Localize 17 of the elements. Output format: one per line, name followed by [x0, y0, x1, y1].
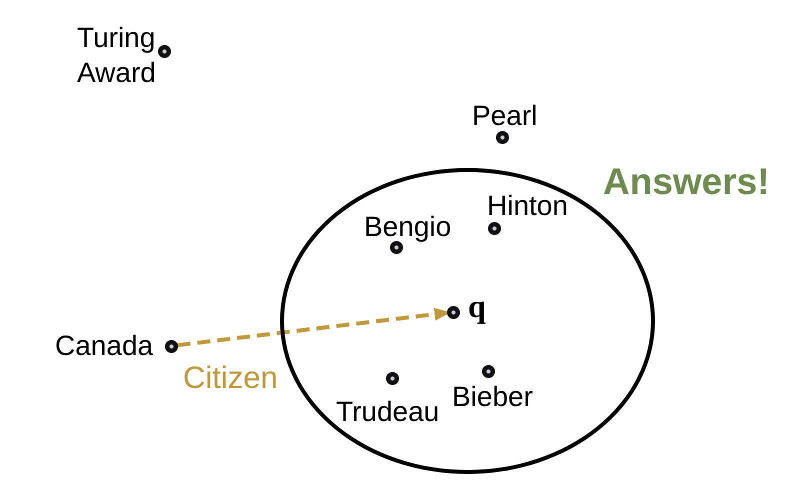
- point-label: Hinton: [487, 192, 568, 220]
- dot-icon: [496, 130, 508, 144]
- dot-icon: [386, 372, 398, 384]
- point-label: Trudeau: [336, 398, 440, 426]
- dot-icon: [164, 340, 178, 352]
- dot-icon: [158, 44, 170, 58]
- point-label: Bengio: [364, 213, 452, 241]
- point-label: Bieber: [452, 383, 533, 411]
- dot-icon: [482, 364, 494, 378]
- dot-icon: [488, 222, 500, 234]
- region-title: Answers!: [603, 163, 770, 200]
- point-label: q: [468, 290, 486, 322]
- dot-icon: [446, 306, 460, 318]
- dot-icon: [390, 240, 402, 254]
- point-label: Turing Award: [77, 21, 157, 90]
- point-label: Pearl: [472, 102, 538, 130]
- point-label: Canada: [55, 332, 154, 360]
